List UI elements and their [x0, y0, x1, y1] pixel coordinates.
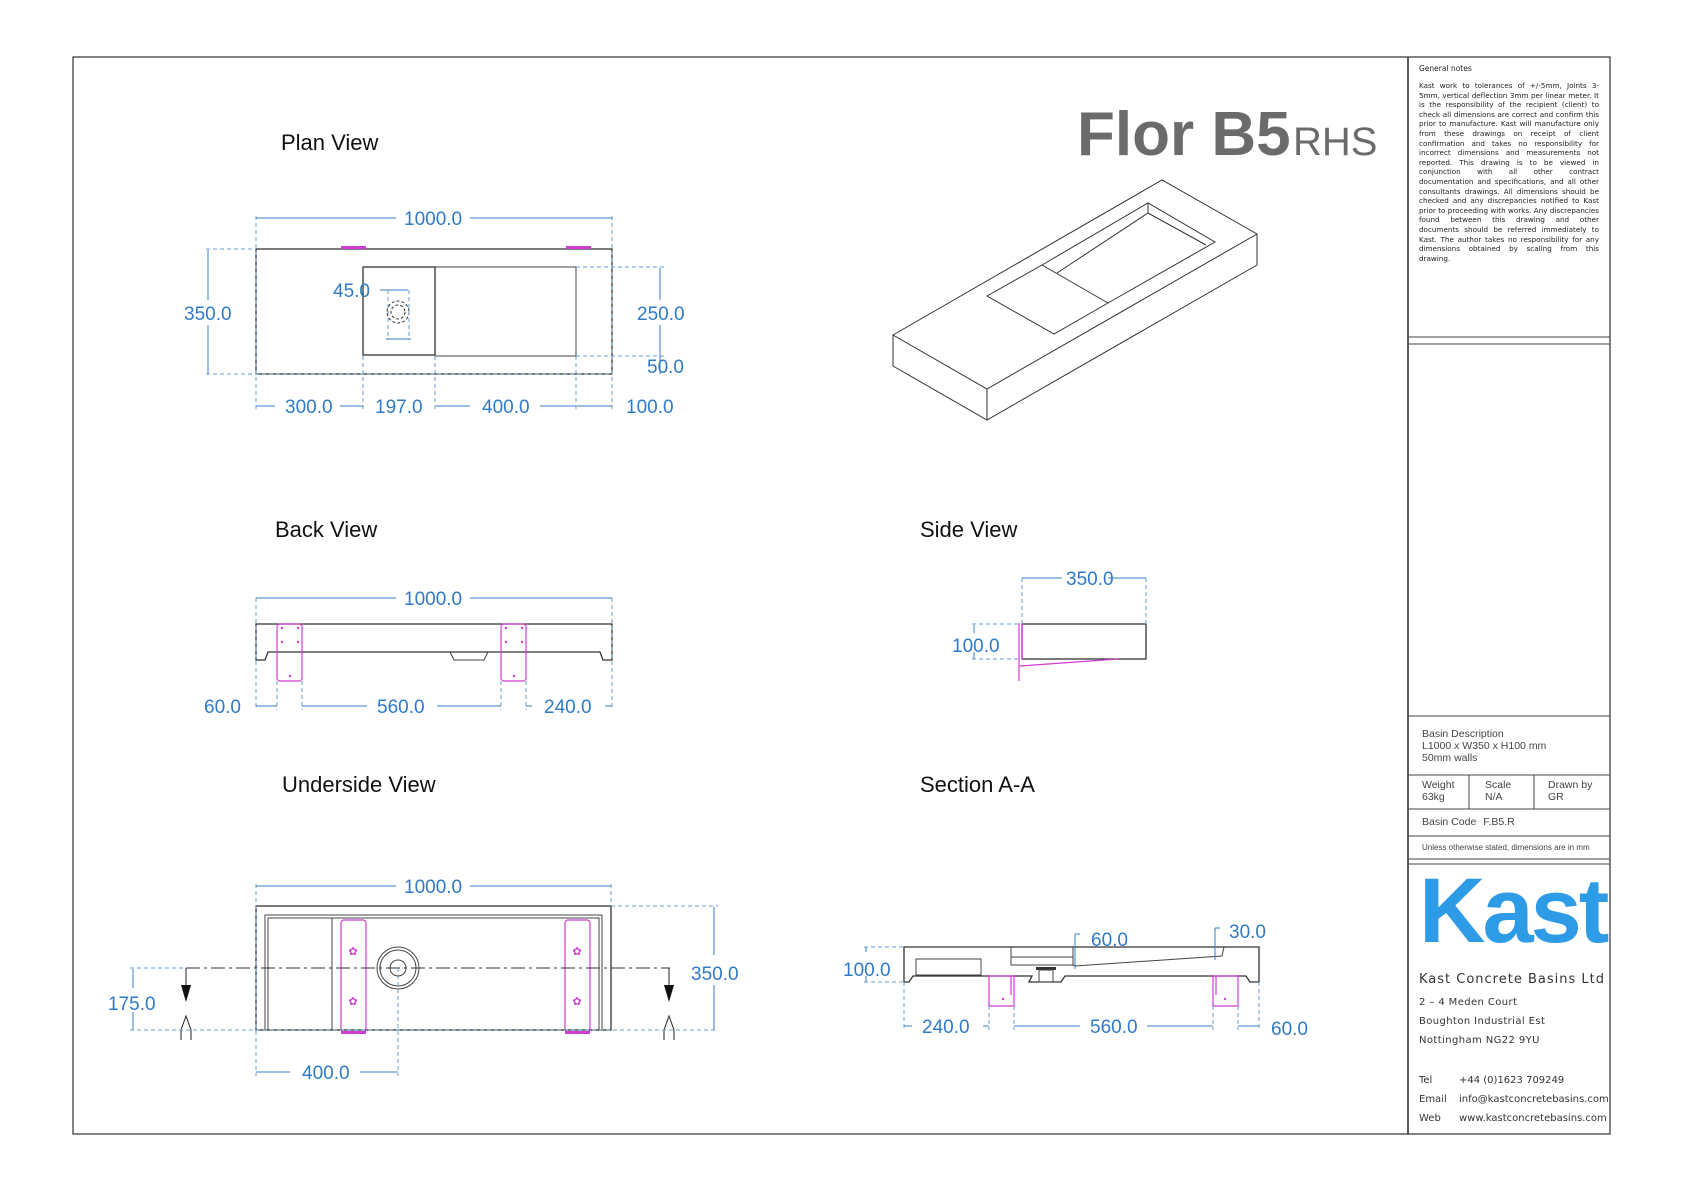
section-bracket-right	[1212, 975, 1239, 1007]
section-dim-top-depth: 60.0	[1091, 930, 1128, 951]
tel-value: +44 (0)1623 709249	[1459, 1075, 1565, 1086]
section-view: Section A-A 100.0 60.0 30.0	[843, 772, 1308, 1040]
side-dim-height: 100.0	[952, 636, 1000, 657]
back-dim-length: 1000.0	[404, 589, 462, 610]
back-view: Back View 1000.0 60.0 560.0 240.0	[204, 517, 613, 718]
side-view: Side View 350.0 100.0	[920, 517, 1147, 681]
general-notes-heading: General notes	[1419, 64, 1472, 73]
underside-bracket-left: ✿ ✿	[340, 919, 367, 1034]
section-dim-between: 560.0	[1090, 1017, 1138, 1038]
drawn-by-value: GR	[1548, 791, 1564, 803]
email-label: Email	[1419, 1094, 1447, 1105]
drawing-variant: RHS	[1293, 120, 1377, 164]
plan-waste-outer	[386, 300, 410, 324]
basin-code-value: F.B5.R	[1483, 816, 1515, 828]
plan-basin	[435, 266, 577, 357]
drawn-by-cell: Drawn by GR	[1548, 779, 1592, 803]
underside-dim-length: 1000.0	[404, 877, 462, 898]
back-dim-right: 240.0	[544, 697, 592, 718]
email-value[interactable]: info@kastconcretebasins.com	[1459, 1094, 1609, 1105]
side-dim-depth: 350.0	[1066, 569, 1114, 590]
underside-dim-waste-offset: 400.0	[302, 1063, 350, 1084]
tel-label: Tel	[1419, 1075, 1433, 1086]
back-bracket-left	[276, 623, 303, 682]
underside-dim-width: 350.0	[691, 964, 739, 985]
contact-tel: Tel +44 (0)1623 709249	[1419, 1075, 1564, 1086]
drawn-by-label: Drawn by	[1548, 779, 1593, 791]
basin-description-label: Basin Description	[1422, 728, 1504, 740]
contact-email: Email info@kastconcretebasins.com	[1419, 1094, 1609, 1105]
plan-dim-front-margin: 50.0	[647, 357, 684, 378]
company-address-line-2: Boughton Industrial Est	[1419, 1016, 1546, 1027]
kast-logo: Kast	[1419, 860, 1609, 962]
basin-code-cell: Basin Code F.B5.R	[1422, 816, 1515, 828]
web-value[interactable]: www.kastconcretebasins.com	[1459, 1113, 1607, 1124]
back-bracket-right	[500, 623, 527, 682]
svg-text:✿: ✿	[348, 996, 357, 1008]
section-outline	[903, 946, 1260, 983]
plan-dim-length: 1000.0	[404, 209, 462, 230]
plan-dim-basin-width: 250.0	[637, 304, 685, 325]
web-label: Web	[1419, 1113, 1441, 1124]
plan-dim-width: 350.0	[184, 304, 232, 325]
section-dim-height: 100.0	[843, 960, 891, 981]
plan-dim-left: 300.0	[285, 397, 333, 418]
section-dim-right: 60.0	[1271, 1019, 1308, 1040]
title-block-grid	[1408, 336, 1610, 865]
units-note: Unless otherwise stated, dimensions are …	[1422, 843, 1590, 852]
isometric-view	[891, 179, 1259, 421]
scale-cell: Scale N/A	[1485, 779, 1511, 803]
underside-view: Underside View ✿ ✿ ✿ ✿	[108, 772, 739, 1084]
scale-label: Scale	[1485, 779, 1512, 791]
back-dim-left: 60.0	[204, 697, 241, 718]
underside-view-title: Underside View	[282, 772, 436, 797]
weight-value: 63kg	[1422, 791, 1445, 803]
plan-waste-zone	[362, 266, 436, 356]
side-outline	[1021, 623, 1147, 660]
plan-dim-waste-outer: 45.0	[333, 281, 370, 302]
svg-text:✿: ✿	[348, 946, 357, 958]
general-notes-body: Kast work to tolerances of +/-5mm, Joint…	[1419, 81, 1599, 263]
drawing-title: Flor B5	[1077, 100, 1291, 169]
back-outline	[255, 623, 613, 661]
plan-dim-basin-len: 400.0	[482, 397, 530, 418]
company-address-line-1: 2 – 4 Meden Court	[1419, 997, 1518, 1008]
underside-dim-centre: 175.0	[108, 994, 156, 1015]
plan-view-title: Plan View	[281, 130, 379, 155]
section-bracket-left	[988, 975, 1015, 1007]
weight-label: Weight	[1422, 779, 1455, 791]
company-name: Kast Concrete Basins Ltd	[1419, 972, 1605, 987]
section-marker-right	[663, 968, 675, 1040]
plan-bracket-right	[566, 246, 591, 249]
scale-value: N/A	[1485, 791, 1503, 803]
basin-description-dims: L1000 x W350 x H100 mm	[1422, 740, 1547, 752]
plan-bracket-left	[341, 246, 366, 249]
sheet-border	[72, 56, 1611, 1135]
underside-outline	[255, 905, 612, 1031]
general-notes: General notes Kast work to tolerances of…	[1419, 64, 1599, 263]
plan-waste-inner	[390, 304, 406, 320]
underside-bracket-right: ✿ ✿	[564, 919, 591, 1034]
section-dim-left: 240.0	[922, 1017, 970, 1038]
back-dim-between: 560.0	[377, 697, 425, 718]
basin-description-walls: 50mm walls	[1422, 752, 1478, 764]
side-view-title: Side View	[920, 517, 1018, 542]
company-address-line-3: Nottingham NG22 9YU	[1419, 1035, 1540, 1046]
back-view-title: Back View	[275, 517, 377, 542]
contact-web: Web www.kastconcretebasins.com	[1419, 1113, 1607, 1124]
basin-code-label: Basin Code	[1422, 816, 1477, 828]
basin-description: Basin Description L1000 x W350 x H100 mm…	[1422, 728, 1546, 764]
plan-dim-right: 100.0	[626, 397, 674, 418]
svg-text:✿: ✿	[572, 996, 581, 1008]
section-marker-left	[180, 968, 192, 1040]
plan-view: Plan View 1000.0 350.0 250.0 50.0 45.0	[184, 130, 685, 418]
plan-dim-waste-zone: 197.0	[375, 397, 423, 418]
svg-text:✿: ✿	[572, 946, 581, 958]
section-view-title: Section A-A	[920, 772, 1035, 797]
weight-cell: Weight 63kg	[1422, 779, 1455, 803]
section-dim-end-depth: 30.0	[1229, 922, 1266, 943]
